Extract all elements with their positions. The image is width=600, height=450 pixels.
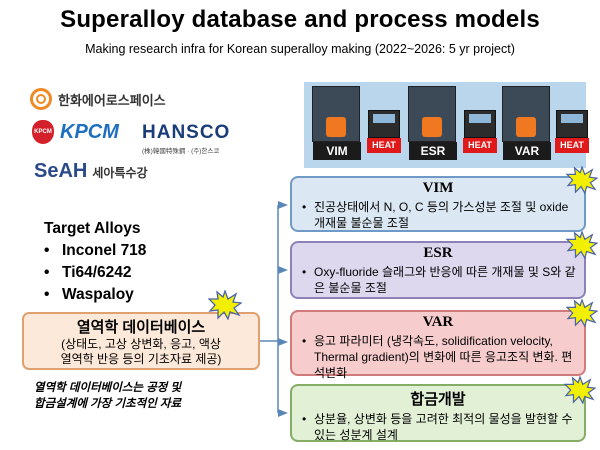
hanwha-logo-text: 한화에어로스페이스: [58, 92, 166, 108]
starburst-icon: [208, 290, 242, 320]
seah-logo: SeAH 세아특수강: [34, 160, 148, 183]
heat-treatment-icon: HEAT: [463, 110, 497, 153]
arrow-to-vim: [278, 201, 288, 209]
starburst-icon: [566, 299, 598, 327]
var-process-box: VAR • 응고 파라미터 (냉각속도, solidification veloc…: [290, 310, 586, 380]
vim-process-text: 진공상태에서 N, O, C 등의 가스성분 조절 및 oxide 개재물 불순…: [314, 200, 569, 230]
seah-logo-text: SeAH: [34, 160, 88, 182]
var-furnace-label: VAR: [503, 142, 551, 160]
hansco-logo-text: HANSCO: [142, 122, 231, 143]
seah-logo-korean: 세아특수강: [92, 166, 148, 180]
arrow-to-esr: [278, 266, 288, 274]
kpcm-logo-text: KPCM: [60, 120, 119, 143]
alloy-item: Waspaloy: [44, 284, 146, 306]
hansco-logo: HANSCO (株)韓國特殊鋼 · (주)한스코: [142, 122, 230, 155]
page-title: Superalloy database and process models: [60, 6, 540, 33]
esr-furnace-icon: ESR: [408, 86, 457, 160]
alloy-development-text: 상분율, 상변화 등을 고려한 최적의 물성을 발현할 수 있는 성분계 설계: [314, 412, 573, 442]
heat-label: HEAT: [463, 138, 497, 153]
hanwha-mark-icon: [30, 88, 52, 110]
arrow-to-var: [278, 338, 288, 346]
thermo-database-note: 열역학 데이터베이스는 공정 및 합금설계에 가장 기초적인 자료: [34, 380, 181, 412]
esr-process-text: Oxy-fluoride 슬래그와 반응에 따른 개재물 및 S와 같은 불순물…: [314, 265, 576, 295]
starburst-icon: [564, 376, 596, 404]
esr-process-title: ESR: [423, 245, 453, 261]
starburst-icon: [566, 166, 598, 194]
arrow-to-alloy: [278, 409, 288, 417]
bullet: •: [302, 200, 307, 214]
thermo-database-desc-line: (상태도, 고상 상변화, 응고, 액상: [61, 337, 221, 351]
vim-process-box: VIM • 진공상태에서 N, O, C 등의 가스성분 조절 및 oxide 개…: [290, 176, 586, 232]
heat-treatment-icon: HEAT: [555, 110, 589, 153]
vim-furnace-icon: VIM: [312, 86, 361, 160]
bullet: •: [302, 412, 307, 426]
hanwha-logo: 한화에어로스페이스: [30, 88, 166, 110]
thermo-database-desc: (상태도, 고상 상변화, 응고, 액상 열역학 반응 등의 기초자료 제공): [24, 337, 258, 367]
thermo-database-desc-line: 열역학 반응 등의 기초자료 제공): [60, 352, 222, 366]
bullet: •: [302, 334, 307, 348]
var-process-title: VAR: [422, 314, 454, 330]
thermo-database-title: 열역학 데이터베이스: [76, 319, 206, 336]
target-alloys-heading: Target Alloys: [44, 220, 141, 237]
thermo-database-box: 열역학 데이터베이스 (상태도, 고상 상변화, 응고, 액상 열역학 반응 등…: [22, 312, 260, 370]
var-process-text: 응고 파라미터 (냉각속도, solidification velocity, …: [314, 334, 573, 380]
kpcm-logo: KPCM KPCM: [32, 120, 119, 144]
thermo-database-note-line: 열역학 데이터베이스는 공정 및: [34, 382, 182, 394]
vim-process-title: VIM: [422, 180, 454, 196]
kpcm-apple-icon: KPCM: [32, 120, 54, 144]
alloy-item: Inconel 718: [44, 240, 146, 262]
alloy-item: Ti64/6242: [44, 262, 146, 284]
heat-label: HEAT: [367, 138, 401, 153]
heat-label: HEAT: [555, 138, 589, 153]
esr-process-box: ESR • Oxy-fluoride 슬래그와 반응에 따른 개재물 및 S와 같…: [290, 241, 586, 299]
process-strip: VIM HEAT ESR HEAT VAR HEAT: [304, 82, 589, 168]
page-subtitle: Making research infra for Korean superal…: [85, 42, 515, 56]
hansco-logo-subtext: (株)韓國特殊鋼 · (주)한스코: [142, 148, 220, 155]
bullet: •: [302, 265, 307, 279]
starburst-icon: [566, 231, 598, 259]
thermo-database-note-line: 합금설계에 가장 기초적인 자료: [34, 398, 182, 410]
vim-furnace-label: VIM: [313, 142, 361, 160]
esr-furnace-label: ESR: [409, 142, 457, 160]
heat-treatment-icon: HEAT: [367, 110, 401, 153]
alloy-development-box: 합금개발 • 상분율, 상변화 등을 고려한 최적의 물성을 발현할 수 있는 성…: [290, 384, 586, 442]
alloy-development-title: 합금개발: [410, 391, 466, 408]
var-furnace-icon: VAR: [502, 86, 551, 160]
target-alloys: Target Alloys Inconel 718 Ti64/6242 Wasp…: [44, 218, 146, 306]
